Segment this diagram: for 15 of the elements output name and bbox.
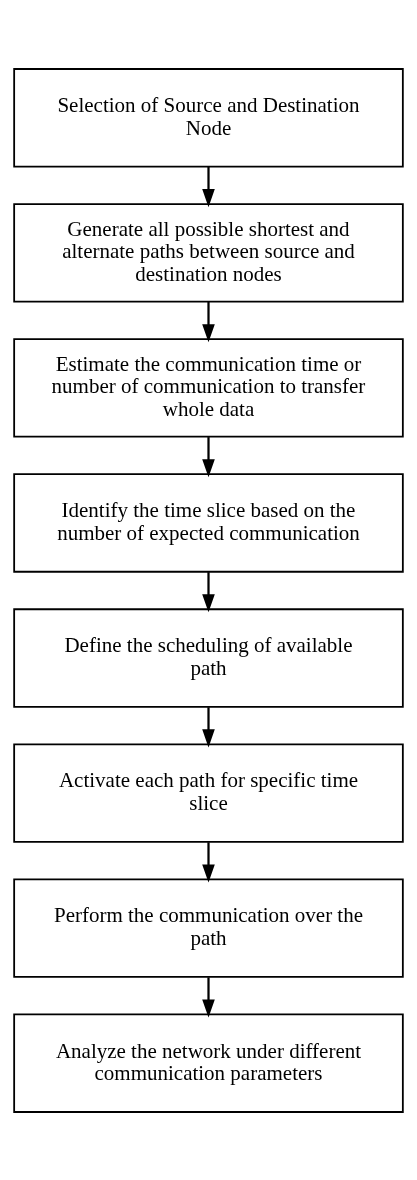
node-box: Identify the time slice based on the number of expected communication xyxy=(13,472,404,573)
arrow xyxy=(202,841,215,882)
node-box: Activate each path for specific time slice xyxy=(13,742,404,843)
arrow xyxy=(202,706,215,747)
node-box: Analyze the network under different communication parameters xyxy=(13,1013,404,1113)
node-box: Selection of Source and Destination Node xyxy=(13,67,404,167)
node-box: Perform the communication over the path xyxy=(13,878,404,978)
node-box: Define the scheduling of available path xyxy=(13,607,404,708)
node-box: Estimate the communication time or number of communication to transfer whole data xyxy=(13,337,404,438)
arrow xyxy=(202,571,215,612)
node-box: Generate all possible shortest and alternate paths between source and destination nodes xyxy=(13,202,404,302)
arrow xyxy=(202,301,215,342)
arrow xyxy=(202,166,215,207)
arrow xyxy=(202,976,215,1018)
arrow xyxy=(202,436,215,477)
